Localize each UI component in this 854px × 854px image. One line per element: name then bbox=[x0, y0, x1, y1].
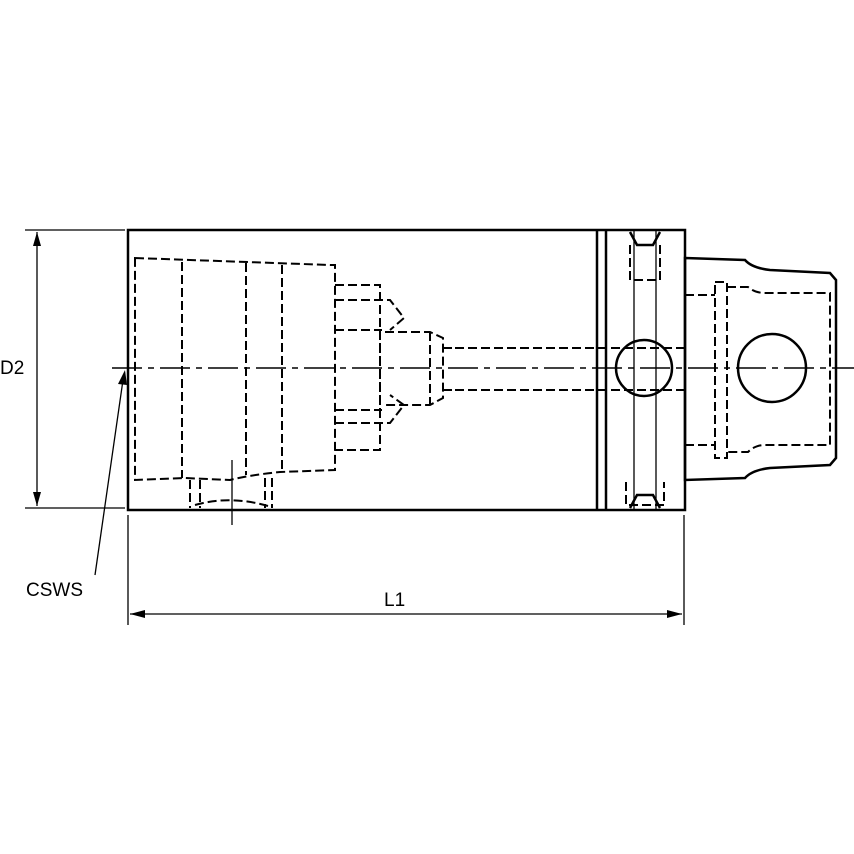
groove bbox=[455, 230, 685, 510]
main-body bbox=[126, 228, 687, 512]
csws-leader bbox=[94, 370, 127, 576]
d2-label: D2 bbox=[0, 358, 25, 379]
csws-label: CSWS bbox=[26, 580, 83, 601]
l1-label: L1 bbox=[384, 590, 406, 611]
internal-bore bbox=[134, 256, 455, 525]
l1-dimension bbox=[127, 515, 685, 625]
d2-dimension bbox=[25, 229, 125, 509]
shank bbox=[683, 256, 838, 482]
